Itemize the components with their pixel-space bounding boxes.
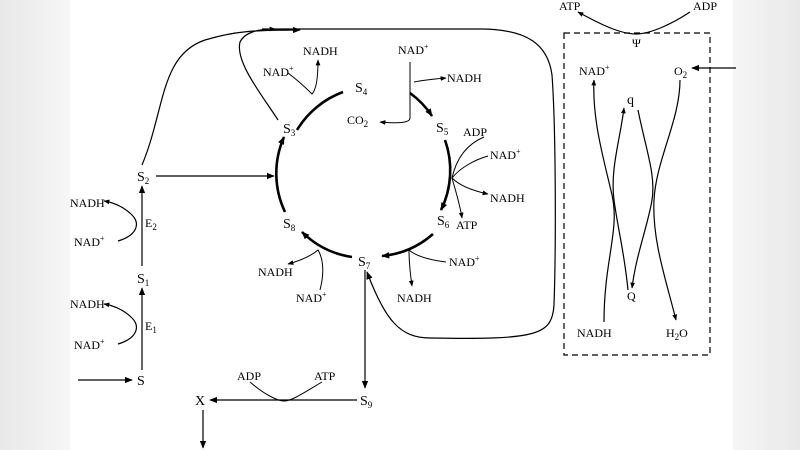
s5-s6-adp-in	[451, 136, 485, 179]
label-s1: S1	[137, 272, 149, 288]
label-e1-nadh: NADH	[70, 297, 105, 311]
arc-s5-s6	[439, 139, 452, 211]
s3-s4-cofactor-arc	[287, 59, 321, 95]
respiration-box	[563, 32, 711, 356]
label-s7: S7	[358, 255, 371, 271]
label-e2-nad: NAD+	[74, 234, 105, 249]
s4-co2-arc	[379, 62, 411, 125]
s9-x-adp-atp-arc	[249, 381, 323, 402]
label-resp-q-small: q	[627, 93, 634, 108]
psi-adp-to-atp-arc	[577, 11, 691, 35]
label-s4: S4	[355, 81, 368, 97]
label-s5s6-nadh: NADH	[490, 191, 525, 205]
label-s9x-atp: ATP	[314, 369, 336, 383]
label-top-adp: ADP	[693, 0, 717, 13]
label-resp-o2: O2	[674, 64, 687, 80]
diagram-paper	[70, 0, 733, 450]
label-resp-nadh: NADH	[577, 326, 612, 340]
label-psi: Ψ	[632, 36, 641, 50]
label-s6s7-nadh: NADH	[397, 291, 432, 305]
label-s2: S2	[137, 170, 149, 186]
s5-s6-nad-in	[451, 155, 489, 179]
s5-s6-atp-out	[451, 177, 464, 219]
label-co2: CO2	[347, 113, 368, 129]
arrow-s2-to-top-loop	[141, 26, 301, 166]
label-s5s6-nad: NAD+	[490, 147, 521, 162]
s7-s8-cofactor-arc	[287, 249, 324, 291]
label-s5s6-atp: ATP	[456, 218, 478, 232]
label-s6s7-nad: NAD+	[449, 254, 480, 269]
right-margin	[733, 0, 800, 450]
label-s6: S6	[437, 214, 450, 230]
Q-to-q-curve	[612, 107, 629, 291]
label-s9: S9	[360, 394, 373, 410]
label-s5s6-adp: ADP	[463, 125, 487, 139]
label-e1: E1	[145, 319, 157, 335]
label-s3: S3	[283, 122, 296, 138]
label-top-atp: ATP	[559, 0, 581, 13]
label-e2: E2	[145, 216, 157, 232]
label-s3s4-nad: NAD+	[263, 64, 294, 79]
arc-s3-s4	[295, 90, 344, 131]
e2-nad-to-nadh-arc	[103, 199, 137, 242]
s6-s7-cofactor-arc	[408, 248, 447, 287]
label-x: X	[195, 394, 205, 409]
label-s8: S8	[283, 217, 296, 233]
return-loop-to-s7	[262, 28, 556, 339]
e1-nad-to-nadh-arc	[103, 302, 137, 345]
left-margin	[0, 0, 70, 450]
label-s: S	[137, 374, 145, 389]
o2-to-h2o-curve	[653, 79, 681, 321]
label-s9x-adp: ADP	[237, 369, 261, 383]
label-s7s8-nadh: NADH	[258, 265, 293, 279]
label-s7s8-nad: NAD+	[296, 290, 327, 305]
label-s4s5-nad: NAD+	[398, 42, 429, 57]
s5-s6-nadh-out	[451, 177, 489, 196]
label-e2-nadh: NADH	[70, 196, 105, 210]
label-s5: S5	[436, 121, 449, 137]
arrow-s3-to-top-loop	[238, 26, 279, 121]
label-s4s5-nadh: NADH	[447, 71, 482, 85]
nadh-to-nad-curve	[591, 79, 615, 323]
label-e1-nad: NAD+	[74, 337, 105, 352]
arc-s4-s5	[409, 91, 434, 117]
q-to-Q-curve	[630, 109, 654, 289]
cycle-ring	[275, 90, 452, 259]
arc-s6-s7	[381, 233, 434, 259]
arc-s7-s8	[301, 231, 353, 259]
label-resp-q-big: Q	[627, 289, 636, 303]
label-s3s4-nadh: NADH	[303, 44, 338, 58]
label-resp-h2o: H2O	[666, 326, 688, 342]
arc-s8-s3	[275, 136, 287, 213]
s4-s5-nadh-branch	[413, 76, 447, 83]
label-resp-nad: NAD+	[579, 63, 610, 78]
